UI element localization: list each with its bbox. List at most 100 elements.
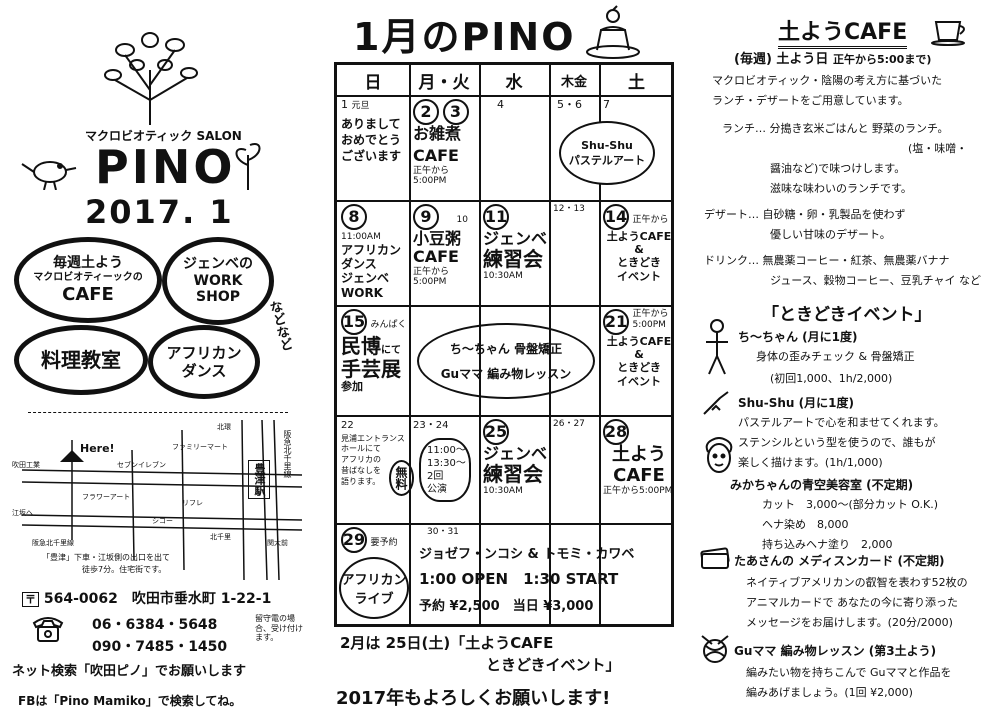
- cell-text: 土よう: [612, 444, 666, 465]
- date-number: 25: [483, 419, 509, 445]
- date-number: 11: [483, 204, 509, 230]
- live-time: 1:00 OPEN 1:30 START: [419, 570, 619, 588]
- map-label: 北環: [217, 423, 231, 431]
- cell-text: 小豆粥: [413, 229, 462, 248]
- date-number: 8: [341, 204, 367, 230]
- bubble-cooking-line: 料理教室: [41, 348, 121, 372]
- event-shushu-desc: パステルアートで心を和ませてくれます。: [738, 416, 945, 429]
- person-icon: [706, 319, 728, 375]
- lunch-line: 醤油など)で味つけします。: [770, 162, 906, 175]
- date-note: 要予約: [370, 537, 398, 548]
- cafe-info-column: 土ようCAFE (毎週) 土よう日 正午から5:00まで) マクロビオティック・…: [690, 0, 1000, 719]
- weekly-day: (毎週) 土よう日: [734, 52, 829, 67]
- cell-text: 練習会: [483, 247, 543, 272]
- cell-text: &: [634, 243, 644, 257]
- cell-time: 11:00〜: [427, 444, 466, 456]
- cell-jan-23-24: 23・24 11:00〜 13:30〜 2回 公演: [413, 419, 479, 502]
- day-header-sun: 日: [364, 72, 382, 93]
- date-number: 21: [603, 309, 629, 335]
- cell-text: 見浦エントランス: [341, 433, 405, 443]
- cell-text: おめでとう: [341, 132, 402, 147]
- cell-time: 2回: [427, 470, 444, 482]
- date-number: 1: [341, 98, 348, 111]
- date-number: 15: [341, 309, 367, 335]
- cell-text: ライブ: [354, 592, 394, 607]
- day-header-wed: 水: [505, 72, 523, 93]
- live-price: 予約 ¥2,500 当日 ¥3,000: [419, 599, 594, 614]
- calendar-grid: 日 月・火 水 木金 土 1 元旦 ありまして おめでとう ございます 2 3 …: [334, 62, 674, 627]
- event-chichan-desc: (初回1,000、1h/2,000): [770, 372, 893, 385]
- shushu-bubble: Shu-Shu パステルアート: [559, 121, 655, 185]
- cafe-title: 土ようCAFE: [778, 14, 908, 49]
- cell-text: 語ります。: [341, 476, 381, 486]
- cell-text: 土ようCAFE: [606, 230, 672, 243]
- cell-time: 正午から5:00PM: [603, 486, 673, 497]
- bubble-cafe-line: マクロビオティーックの: [33, 271, 143, 283]
- event-card-name: たあさんの メディスンカード (不定期): [734, 554, 945, 568]
- lunch-line: 滋味な味わいのランチです。: [770, 182, 912, 195]
- bird-icon: [21, 161, 77, 190]
- cell-time: 公演: [427, 483, 447, 495]
- dessert-line: デザート… 自砂糖・卵・乳製品を使わず: [704, 208, 906, 221]
- cell-jan-26-27: 26・27: [553, 419, 585, 429]
- phone-number-1: 06・6384・5648: [92, 617, 218, 633]
- bubble-cooking: 料理教室: [14, 325, 148, 395]
- footer-greeting: 2017年もよろしくお願いします!: [336, 688, 611, 709]
- cell-text: ございます: [341, 149, 402, 164]
- cell-text: ありまして: [341, 116, 401, 131]
- date-number: 9: [413, 204, 439, 230]
- address-line: 〒 564-0062 吹田市垂水町 1-22-1: [22, 588, 271, 608]
- bubble-africa-line: アフリカン: [166, 344, 242, 362]
- cell-text: イベント: [617, 269, 661, 283]
- calendar-column: 1月のPINO 日 月・火 水 木金 土 1 元旦: [318, 0, 690, 719]
- year-month: 2017. 1: [85, 193, 234, 231]
- cell-text: アフリカの: [341, 455, 381, 465]
- cell-time: 正午から5:00PM: [413, 165, 450, 187]
- event-salon-name: みかちゃんの青空美容室 (不定期): [730, 478, 914, 492]
- cell-jan-15: 15 みんぱく 民博にて 手芸展 参加: [341, 309, 407, 394]
- cell-jan-25: 25 ジェンベ 練習会 10:30AM: [483, 419, 549, 497]
- face-icon: [705, 437, 733, 473]
- event-section-title: 「ときどきイベント」: [762, 305, 932, 325]
- event-knit-desc: 編みあげましょう。(1回 ¥2,000): [746, 686, 913, 699]
- grid-line: [337, 305, 671, 307]
- event-knit-desc: 編みたい物を持ちこんで Guママと作品を: [746, 666, 952, 679]
- divider: [28, 412, 288, 413]
- weekly-time: 正午から5:00まで): [832, 53, 932, 66]
- map-label: ファミリーマート: [172, 443, 228, 451]
- cell-text: アフリカン: [341, 573, 407, 588]
- event-bone: ち〜ちゃん 骨盤矯正: [449, 342, 563, 356]
- bubble-cafe-line: CAFE: [62, 283, 114, 305]
- drink-line: ドリンク… 無農薬コーヒー・紅茶、無農薬バナナ: [704, 254, 950, 267]
- lunch-line: ランチ… 分搗き玄米ごはんと 野菜のランチ。: [722, 122, 949, 135]
- date-note: みんぱく: [370, 319, 407, 330]
- event-knit-name: Guママ 編み物レッスン (第3土よう): [734, 644, 937, 658]
- calendar-title: 1月のPINO: [353, 15, 576, 59]
- event-shushu-name: Shu-Shu (月に1度): [738, 396, 854, 410]
- map-here: Here!: [80, 442, 115, 455]
- phone-number-2: 090・7485・1450: [92, 639, 228, 655]
- event-shushu-desc: 楽しく描けます。(1h/1,000): [738, 456, 883, 469]
- cell-jan-2-3: 2 3 お雑煮 CAFE 正午から5:00PM: [413, 99, 479, 186]
- map-note: 「豊津」下車・江坂側の出口を出て: [42, 553, 170, 562]
- grid-line: [337, 523, 671, 525]
- cell-text: ホールにて: [341, 444, 381, 454]
- map-station: 豊津駅: [248, 460, 270, 499]
- cell-text: 民博: [341, 334, 381, 358]
- brand-logo: PINO: [95, 140, 236, 194]
- weekly-schedule: (毎週) 土よう日 正午から5:00まで): [734, 48, 931, 67]
- cell-text: ジェンベ: [341, 271, 390, 286]
- etc-label: などなど: [265, 298, 294, 354]
- access-map: Here! セブンイレブン ファミリーマート 北環 吹田工業 フラワーアート リ…: [12, 420, 308, 580]
- bubble-cafe: 毎週土よう マクロビオティーックの CAFE: [14, 237, 162, 323]
- map-label: リフレ: [182, 499, 203, 507]
- left-column: マクロビオティック SALON PINO 2017. 1 毎週土よう マクロビオ…: [0, 0, 318, 719]
- map-label: 北千里: [210, 533, 231, 541]
- cell-text: ときどき: [617, 256, 661, 270]
- address-text: 564-0062 吹田市垂水町 1-22-1: [43, 591, 272, 607]
- map-label: 阪急北千里線: [32, 539, 74, 547]
- map-lines: [21, 420, 303, 580]
- event-chichan-desc: 身体の歪みチェック & 骨盤矯正: [756, 350, 915, 363]
- event-salon-desc: ヘナ染め 8,000: [762, 518, 849, 531]
